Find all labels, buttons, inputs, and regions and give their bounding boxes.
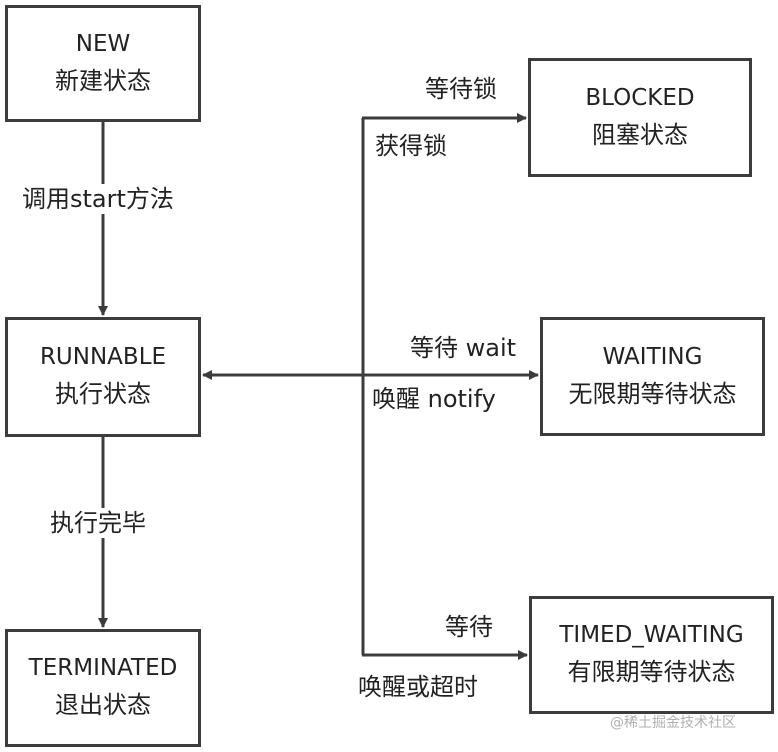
state-new-desc: 新建状态 [55, 66, 151, 95]
state-terminated-desc: 退出状态 [55, 691, 151, 719]
state-waiting-name: WAITING [602, 343, 703, 370]
state-timed-waiting-box: TIMED_WAITING 有限期等待状态 [529, 596, 774, 714]
state-blocked-desc: 阻塞状态 [592, 120, 688, 149]
state-new-box: NEW 新建状态 [5, 5, 201, 122]
state-timed-waiting-name: TIMED_WAITING [559, 622, 744, 648]
state-runnable-desc: 执行状态 [55, 380, 151, 408]
state-blocked-name: BLOCKED [585, 84, 695, 111]
label-acquire-lock: 获得锁 [375, 132, 447, 160]
state-terminated-name: TERMINATED [28, 655, 178, 681]
label-wait-lock: 等待锁 [425, 75, 497, 103]
state-runnable-box: RUNNABLE 执行状态 [5, 317, 201, 437]
state-terminated-box: TERMINATED 退出状态 [5, 629, 201, 747]
label-notify: 唤醒 notify [372, 385, 496, 413]
state-waiting-desc: 无限期等待状态 [568, 379, 737, 408]
state-runnable-name: RUNNABLE [39, 344, 167, 370]
label-timed-wait: 等待 [445, 613, 493, 641]
state-new-name: NEW [75, 30, 131, 57]
label-call-start: 调用start方法 [20, 184, 176, 214]
label-wait: 等待 wait [410, 334, 517, 362]
label-wake-or-timeout: 唤醒或超时 [358, 673, 478, 701]
state-timed-waiting-desc: 有限期等待状态 [567, 658, 736, 686]
state-blocked-box: BLOCKED 阻塞状态 [528, 58, 752, 177]
label-execution-done: 执行完毕 [48, 508, 148, 538]
state-waiting-box: WAITING 无限期等待状态 [540, 317, 765, 436]
watermark: @稀土掘金技术社区 [610, 715, 736, 731]
